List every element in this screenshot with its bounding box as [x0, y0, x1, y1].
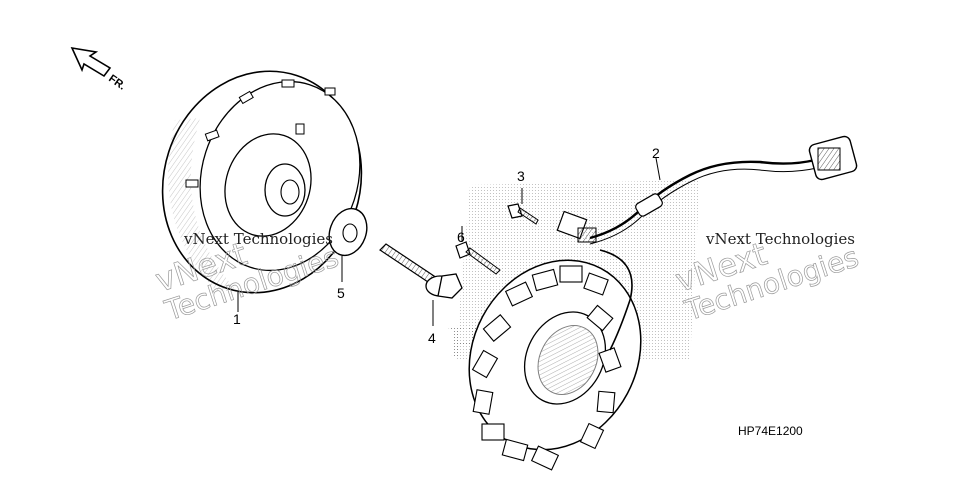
watermark-right: vNext Technologies vNext Technologies	[670, 230, 862, 328]
callout-3: 3	[517, 168, 525, 184]
washer	[328, 207, 368, 282]
front-direction-arrow: FR.	[70, 46, 128, 93]
callout-6: 6	[457, 229, 465, 245]
callout-2: 2	[652, 145, 660, 161]
callout-5: 5	[337, 285, 345, 301]
flywheel	[161, 70, 363, 312]
bolt-3	[507, 188, 539, 225]
watermark-text-right: vNext Technologies	[705, 230, 855, 248]
watermark-text-left: vNext Technologies	[183, 230, 333, 248]
flange-bolt	[379, 243, 463, 326]
diagram-code: HP74E1200	[738, 424, 803, 438]
callout-1: 1	[233, 311, 241, 327]
small-bolt	[455, 226, 501, 275]
stator-assembly	[468, 135, 858, 471]
callout-4: 4	[428, 330, 436, 346]
direction-label: FR.	[106, 73, 127, 93]
